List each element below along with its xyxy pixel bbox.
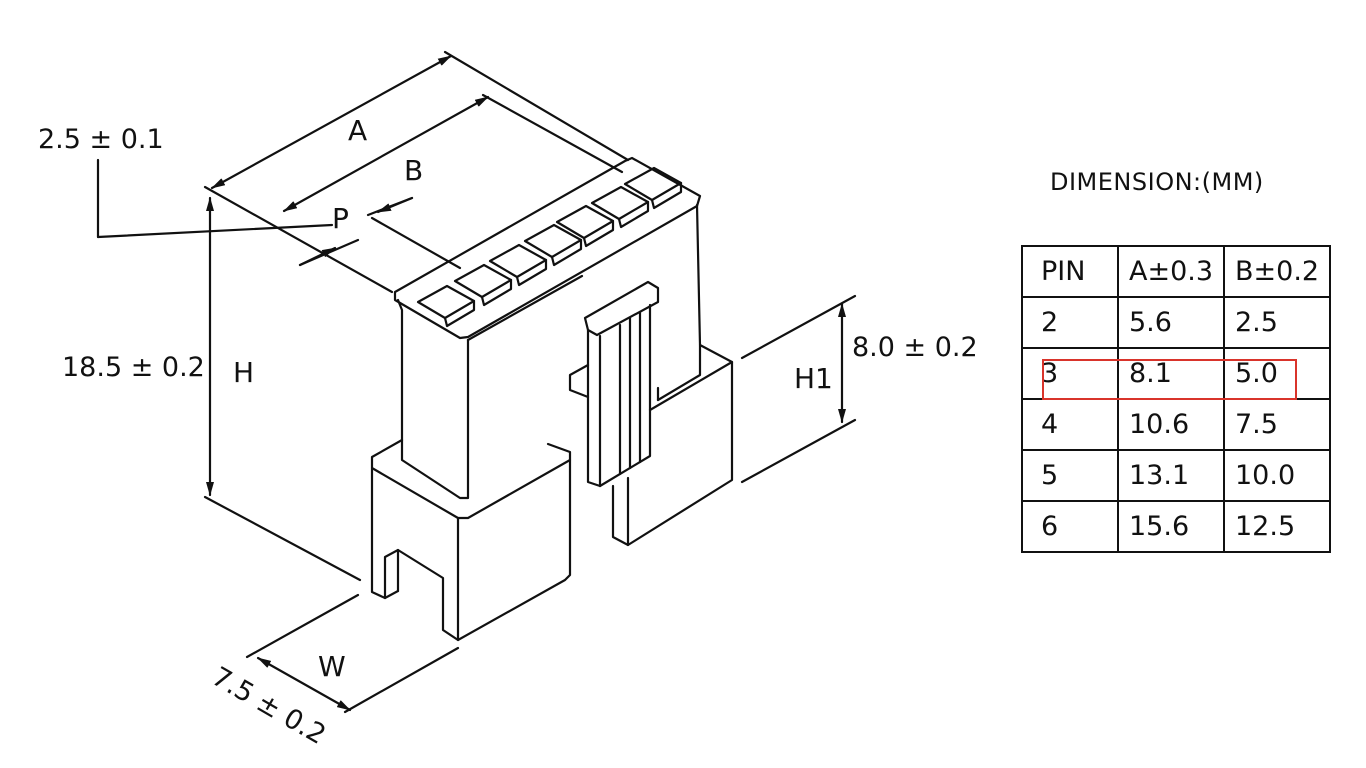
label-height: 18.5 ± 0.2 [62, 352, 205, 383]
table-cell: 10.0 [1223, 449, 1331, 502]
table-cell: 10.6 [1117, 398, 1225, 451]
table-cell: 4 [1021, 398, 1119, 451]
table-cell: 3 [1021, 347, 1119, 400]
dimension-labels: A B P 2.5 ± 0.1 18.5 ± 0.2 H 8.0 ± 0.2 H… [38, 114, 978, 751]
table-cell: 8.1 [1117, 347, 1225, 400]
label-a: A [348, 114, 367, 147]
table-cell: 12.5 [1223, 500, 1331, 553]
table-cell: PIN [1021, 245, 1119, 298]
table-cell: 2.5 [1223, 296, 1331, 349]
table-cell: 2 [1021, 296, 1119, 349]
dimension-b [282, 93, 624, 213]
dimension-h [203, 196, 362, 582]
label-w: W [318, 650, 346, 683]
pin-cavities [416, 166, 683, 328]
table-cell: 13.1 [1117, 449, 1225, 502]
label-p: P [332, 202, 349, 235]
table-cell: 5 [1021, 449, 1119, 502]
right-lower-block [611, 343, 734, 547]
latch [568, 280, 660, 488]
table-cell: 7.5 [1223, 398, 1331, 451]
label-h1-value: 8.0 ± 0.2 [852, 332, 978, 363]
label-h1: H1 [794, 362, 833, 395]
dimension-h1 [740, 294, 857, 484]
table-title: DIMENSION:(MM) [1050, 168, 1264, 196]
table-cell: 5.0 [1223, 347, 1331, 400]
table-cell: A±0.3 [1117, 245, 1225, 298]
dimension-pitch [96, 158, 462, 270]
connector-body [370, 156, 734, 642]
table-cell: 6 [1021, 500, 1119, 553]
label-pitch: 2.5 ± 0.1 [38, 124, 164, 155]
table-cell: 5.6 [1117, 296, 1225, 349]
table-cell: B±0.2 [1223, 245, 1331, 298]
left-lower-block [370, 438, 572, 642]
label-h: H [233, 356, 254, 389]
dimension-w [245, 593, 460, 714]
label-width: 7.5 ± 0.2 [207, 661, 331, 751]
table-cell: 15.6 [1117, 500, 1225, 553]
label-b: B [404, 154, 423, 187]
